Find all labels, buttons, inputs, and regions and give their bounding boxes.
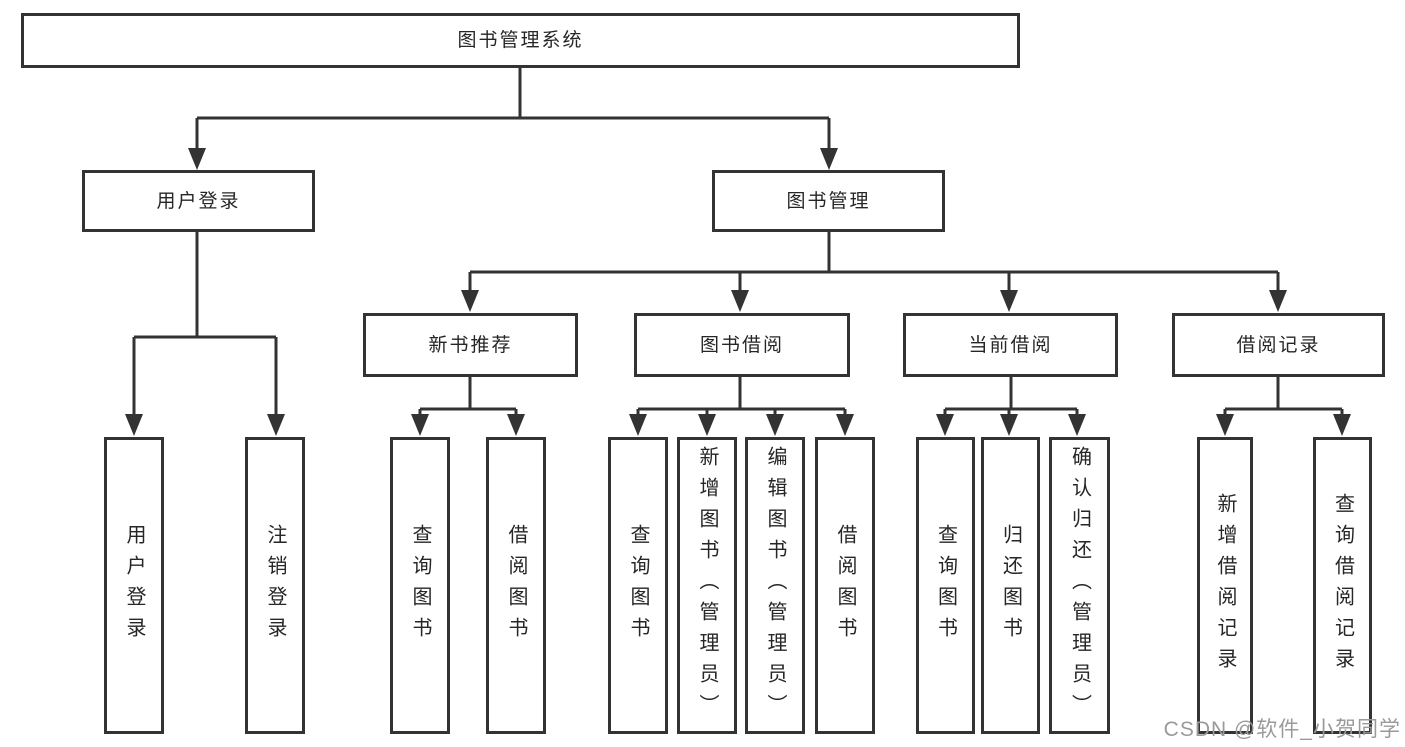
branch-new-book-recommend — [411, 377, 525, 436]
node-library-management-system: 图书管理系统 — [21, 13, 1020, 68]
leaf-edit-book-admin: 编辑图书（管理员） — [745, 437, 805, 734]
csdn-watermark: CSDN @软件_小贺同学 — [1163, 718, 1401, 741]
branch-borrow-record — [1216, 377, 1351, 436]
branch-book-borrow — [629, 377, 854, 436]
node-current-borrow: 当前借阅 — [903, 313, 1118, 377]
leaf-add-borrow-record: 新增借阅记录 — [1197, 437, 1253, 734]
node-book-management: 图书管理 — [712, 170, 945, 232]
leaf-user-login: 用户登录 — [104, 437, 164, 734]
leaf-query-borrow-record: 查询借阅记录 — [1313, 437, 1372, 734]
leaf-query-books-recommend: 查询图书 — [390, 437, 450, 734]
node-book-borrow: 图书借阅 — [634, 313, 850, 377]
node-user-login: 用户登录 — [82, 170, 315, 232]
leaf-logout: 注销登录 — [245, 437, 305, 734]
leaf-add-book-admin: 新增图书（管理员） — [677, 437, 737, 734]
branch-root — [188, 68, 838, 170]
branch-current-borrow — [936, 377, 1086, 436]
leaf-query-books-current: 查询图书 — [916, 437, 975, 734]
leaf-borrow-books: 借阅图书 — [815, 437, 875, 734]
leaf-query-books-borrow: 查询图书 — [608, 437, 668, 734]
leaf-borrow-books-recommend: 借阅图书 — [486, 437, 546, 734]
node-borrow-record: 借阅记录 — [1172, 313, 1385, 377]
branch-user-login — [125, 232, 285, 436]
leaf-confirm-return-admin: 确认归还（管理员） — [1049, 437, 1110, 734]
leaf-return-books: 归还图书 — [981, 437, 1040, 734]
branch-book-management — [461, 232, 1287, 312]
node-new-book-recommend: 新书推荐 — [363, 313, 578, 377]
